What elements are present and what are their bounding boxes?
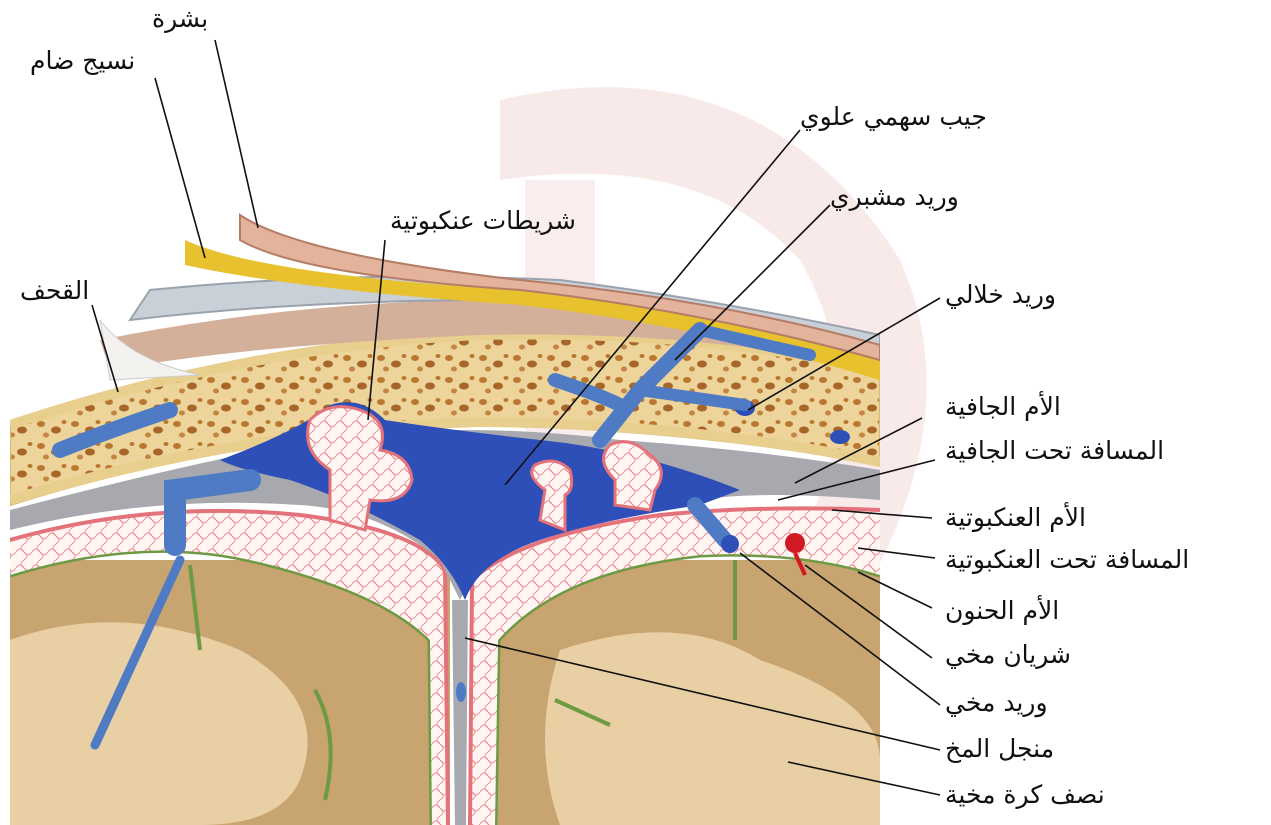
label-falx-cerebri: منجل المخ xyxy=(945,734,1054,764)
label-skin: بشرة xyxy=(152,4,208,34)
label-arachnoid-granulations: شريطات عنكبوتية xyxy=(390,206,576,236)
label-diploic-vein: وريد خلالي xyxy=(945,280,1056,310)
label-dura-mater: الأم الجافية xyxy=(945,392,1061,422)
label-superior-sagittal-sinus: جيب سهمي علوي xyxy=(800,102,987,132)
label-pia-mater: الأم الحنون xyxy=(945,596,1059,626)
label-arachnoid-mater: الأم العنكبوتية xyxy=(945,503,1086,533)
label-connective-tissue: نسيج ضام xyxy=(30,46,135,76)
label-emissary-vein: وريد مشبري xyxy=(830,182,959,212)
label-skull: القحف xyxy=(20,276,89,306)
label-cerebral-vein: وريد مخي xyxy=(945,688,1048,718)
label-cerebral-hemisphere: نصف كرة مخية xyxy=(945,780,1105,810)
label-subdural-space: المسافة تحت الجافية xyxy=(945,436,1164,466)
label-cerebral-artery: شريان مخي xyxy=(945,640,1071,670)
label-subarachnoid-space: المسافة تحت العنكبوتية xyxy=(945,545,1189,575)
